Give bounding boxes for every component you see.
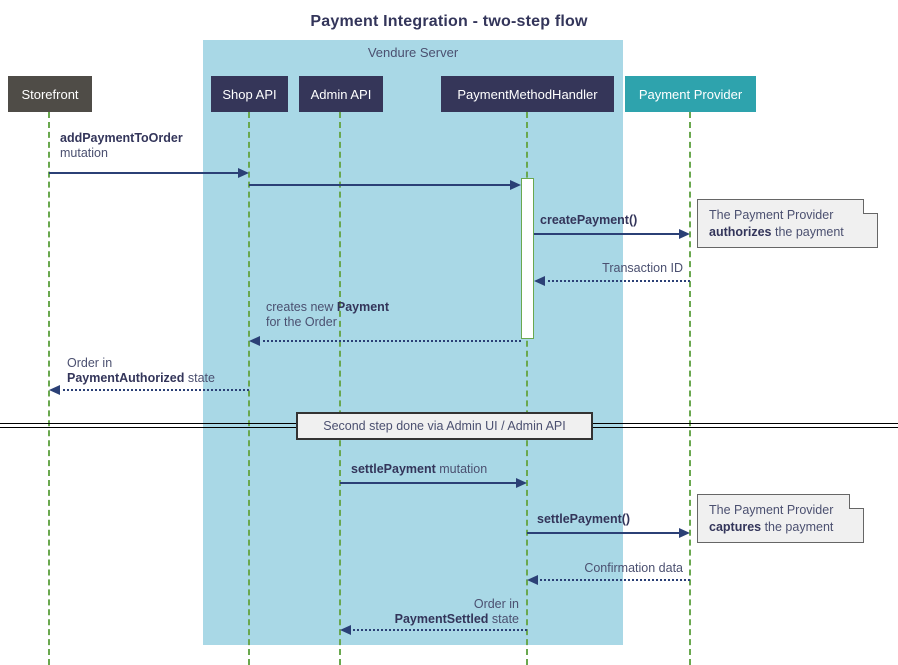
- message-line-settle-payment-call: [527, 532, 681, 534]
- arrow-head-add-payment-to-order: [238, 168, 249, 178]
- message-line-creates-new-payment: [258, 340, 521, 342]
- message-label-create-payment: createPayment(): [540, 213, 638, 227]
- note-authorizes: The Payment Provider authorizes the payme…: [697, 199, 878, 248]
- message-line-confirmation-data: [536, 579, 690, 581]
- note-emphasis: captures: [709, 520, 762, 534]
- message-label-confirmation-data: Confirmation data: [584, 561, 683, 575]
- note-line-1: The Payment Provider: [709, 208, 834, 222]
- group-label: Vendure Server: [367, 45, 459, 60]
- arrow-head-shop-api-to-handler: [510, 180, 521, 190]
- divider-label: Second step done via Admin UI / Admin AP…: [323, 419, 566, 433]
- arrow-head-order-payment-authorized: [49, 385, 60, 395]
- message-line-order-payment-settled: [349, 629, 527, 631]
- participant-label: Shop API: [222, 86, 277, 102]
- arrow-head-confirmation-data: [527, 575, 538, 585]
- message-label-settle-payment-call: settlePayment(): [537, 512, 631, 526]
- message-line-shop-api-to-handler: [249, 184, 512, 186]
- arrow-head-create-payment: [679, 229, 690, 239]
- participant-storefront: Storefront: [8, 76, 92, 112]
- lifeline-shop-api: [248, 112, 250, 665]
- arrow-head-settle-payment-call: [679, 528, 690, 538]
- message-line-settle-payment-mutation: [340, 482, 518, 484]
- payment-method-handler-activation: [521, 178, 534, 339]
- participant-payment-provider: Payment Provider: [625, 76, 756, 112]
- message-line-order-payment-authorized: [58, 389, 249, 391]
- message-label-settle-payment-mutation: settlePayment mutation: [351, 462, 488, 476]
- note-fold-corner: [863, 199, 878, 214]
- arrow-head-order-payment-settled: [340, 625, 351, 635]
- note-fold-corner: [849, 494, 864, 509]
- note-line-2: the payment: [771, 225, 844, 239]
- note-emphasis: authorizes: [709, 225, 772, 239]
- lifeline-payment-provider: [689, 112, 691, 665]
- note-line-1: The Payment Provider: [709, 503, 834, 517]
- message-line-create-payment: [534, 233, 681, 235]
- lifeline-admin-api: [339, 112, 341, 665]
- participant-paymentmethodhandler: PaymentMethodHandler: [441, 76, 614, 112]
- note-line-2: the payment: [761, 520, 834, 534]
- arrow-head-transaction-id: [534, 276, 545, 286]
- message-label-transaction-id: Transaction ID: [602, 261, 683, 275]
- arrow-head-creates-new-payment: [249, 336, 260, 346]
- divider-box: Second step done via Admin UI / Admin AP…: [296, 412, 593, 440]
- arrow-head-settle-payment-mutation: [516, 478, 527, 488]
- participant-admin-api: Admin API: [299, 76, 383, 112]
- note-captures: The Payment Provider captures the payment: [697, 494, 864, 543]
- message-line-transaction-id: [543, 280, 690, 282]
- lifeline-paymentmethodhandler: [526, 112, 528, 665]
- participant-label: Admin API: [310, 86, 372, 102]
- group-box-vendure-server: Vendure Server: [203, 40, 623, 645]
- participant-label: Storefront: [21, 86, 79, 102]
- message-line-add-payment-to-order: [49, 172, 240, 174]
- page-title: Payment Integration - two-step flow: [310, 13, 588, 30]
- participant-shop-api: Shop API: [211, 76, 288, 112]
- participant-label: PaymentMethodHandler: [457, 86, 598, 102]
- participant-label: Payment Provider: [638, 86, 743, 102]
